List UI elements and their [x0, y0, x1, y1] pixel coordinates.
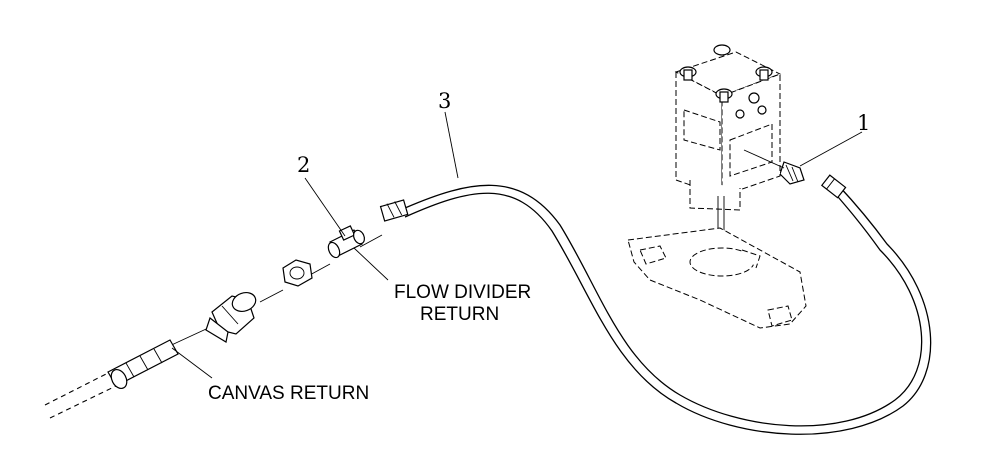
hose-end-fitting-right: [820, 174, 847, 199]
elbow-fitting: [205, 291, 257, 343]
hose-inner-line: [404, 184, 932, 435]
leader-flow-divider-return: [353, 247, 389, 281]
swivel-nut: [282, 259, 313, 287]
hose-outer-line: [404, 184, 923, 427]
adapter-fitting: [779, 161, 805, 185]
label-flow-divider-line1: FLOW DIVIDER: [394, 282, 531, 303]
tee-fitting: [327, 225, 366, 259]
label-canvas-return: CANVAS RETURN: [208, 383, 369, 404]
mounting-plate-ghost: [627, 227, 807, 329]
label-flow-divider-line2: RETURN: [420, 304, 499, 325]
leader-item-2: [304, 177, 346, 237]
flow-divider-valve-ghost: [674, 44, 785, 265]
hose-end-fitting-left: [379, 199, 409, 222]
canvas-return-hose-dashed: [44, 371, 119, 419]
callout-3: 3: [438, 89, 451, 113]
callout-1: 1: [857, 111, 870, 135]
canvas-return-hose-end: [107, 339, 179, 390]
callout-2: 2: [297, 153, 310, 177]
leader-canvas-return: [171, 347, 213, 379]
assembly-axis-line: [164, 234, 383, 349]
hose-assembly: [379, 174, 932, 435]
leader-item-1: [799, 131, 863, 167]
leader-item-3: [444, 111, 459, 179]
